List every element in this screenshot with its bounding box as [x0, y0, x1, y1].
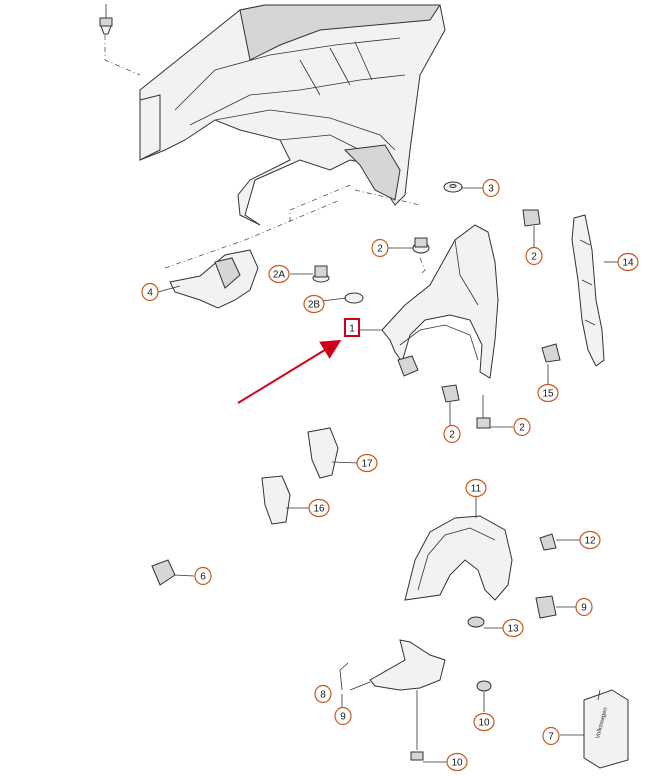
- callout-text: 11: [471, 484, 482, 495]
- dash-bracket-lower: [164, 199, 341, 269]
- callout-text: 1: [349, 324, 355, 335]
- bracket-part-17: [307, 427, 339, 479]
- dash-bolt-to-body: [104, 35, 141, 76]
- wheel-liner-part-11: [404, 515, 513, 601]
- callout-leaders: [157, 187, 620, 763]
- nut-part-2-upper: [412, 237, 430, 254]
- callout-text: 2: [449, 430, 455, 441]
- callout-c10a: 10: [473, 712, 495, 732]
- callout-text: 7: [548, 732, 554, 743]
- bolt-part-13: [467, 616, 485, 628]
- callout-c2d: 2: [513, 417, 531, 437]
- callout-text: 9: [581, 603, 587, 614]
- screw-part-10-lower: [410, 690, 424, 761]
- dash-fender-fastener: [419, 257, 426, 276]
- bracket-part-4: [169, 249, 259, 309]
- callout-text: 2: [519, 423, 525, 434]
- callout-text: 13: [507, 624, 519, 635]
- callout-text: 12: [584, 536, 596, 547]
- callout-text: 2B: [308, 300, 321, 311]
- callout-c14: 14: [617, 252, 639, 272]
- front-body-structure: [139, 4, 446, 226]
- bolt-top-left: [99, 4, 113, 35]
- fender-part-1: [381, 224, 499, 379]
- callout-text: 10: [478, 718, 490, 729]
- bolt-part-2-lower: [476, 395, 491, 429]
- callout-c1: 1: [344, 318, 360, 337]
- callout-text: 17: [361, 459, 373, 470]
- package-part-7: Volkswagen: [583, 689, 629, 769]
- callout-c17: 17: [356, 453, 378, 473]
- callout-c9b: 9: [575, 597, 593, 617]
- callout-c16: 16: [308, 498, 330, 518]
- washer-part-2B: [344, 292, 364, 304]
- callout-text: 8: [320, 690, 326, 701]
- callout-text: 6: [200, 572, 206, 583]
- callout-c3: 3: [482, 178, 500, 198]
- callout-c2c: 2: [443, 424, 461, 444]
- nut-part-2-lower: [441, 384, 460, 403]
- callout-c8: 8: [314, 684, 332, 704]
- callout-c7: 7: [542, 726, 560, 746]
- callout-c4: 4: [141, 282, 159, 302]
- bracket-part-16: [261, 475, 291, 525]
- callout-text: 15: [542, 389, 554, 400]
- bracket-part-14: [571, 214, 605, 367]
- callout-text: 2: [377, 244, 383, 255]
- callout-c10b: 10: [446, 752, 468, 772]
- callout-c6: 6: [194, 566, 212, 586]
- callout-c13: 13: [502, 618, 524, 638]
- air-guide-part-8: [369, 639, 446, 691]
- callout-text: 2: [531, 252, 537, 263]
- callout-c2B: 2B: [303, 294, 325, 314]
- callout-text: 9: [340, 712, 346, 723]
- clip-part-15: [541, 343, 561, 363]
- dash-body-to-bracket: [289, 184, 351, 225]
- leader-8-upper: [339, 662, 349, 691]
- callout-c2A: 2A: [268, 264, 290, 284]
- screw-part-12: [539, 533, 557, 551]
- block-part-6: [151, 559, 176, 586]
- screw-part-10-right: [476, 680, 492, 692]
- callout-text: 4: [147, 288, 153, 299]
- highlight-arrow: [237, 339, 342, 404]
- callout-text: 16: [313, 504, 325, 515]
- callout-text: 3: [488, 184, 494, 195]
- callout-text: 14: [622, 258, 634, 269]
- nut-part-2A: [312, 265, 330, 283]
- callout-text: 10: [451, 758, 463, 769]
- washer-part-3: [443, 181, 463, 193]
- callout-c12: 12: [579, 530, 601, 550]
- callout-c2b: 2: [525, 246, 543, 266]
- callout-c11: 11: [465, 478, 487, 498]
- callout-c2a: 2: [371, 238, 389, 258]
- callout-text: 2A: [273, 270, 286, 281]
- callout-c15: 15: [537, 383, 559, 403]
- nut-part-9-right: [535, 595, 557, 619]
- nut-part-2-right: [522, 209, 541, 227]
- callout-c9a: 9: [334, 706, 352, 726]
